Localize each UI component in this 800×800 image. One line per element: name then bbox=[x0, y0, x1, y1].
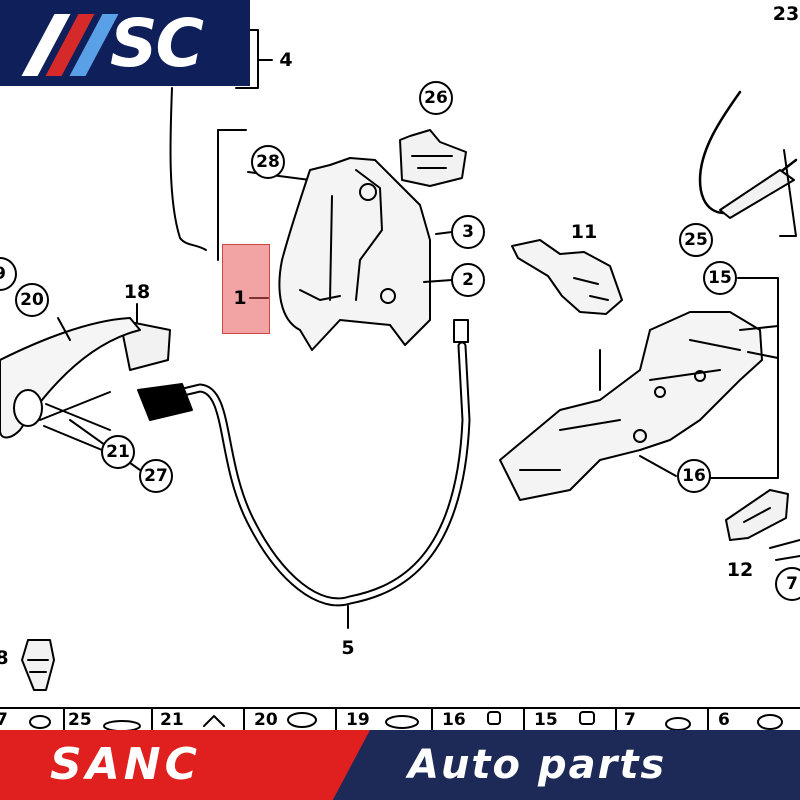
label-1: 1 bbox=[233, 287, 247, 309]
strip-item: 19 bbox=[346, 710, 370, 730]
leader-3 bbox=[435, 231, 453, 235]
lock-housing bbox=[278, 157, 431, 351]
callout-28: 28 bbox=[251, 145, 285, 179]
part-8 bbox=[21, 639, 55, 691]
callout-21: 21 bbox=[101, 435, 135, 469]
brand-banner: SANC Auto parts bbox=[0, 730, 800, 800]
leader-20 bbox=[57, 317, 71, 341]
strip-item: 6 bbox=[718, 710, 730, 730]
callout-27: 27 bbox=[139, 459, 173, 493]
part-1-highlight bbox=[222, 244, 270, 334]
strip-item: 21 bbox=[160, 710, 184, 730]
callout-2: 2 bbox=[451, 263, 485, 297]
part-26 bbox=[399, 129, 467, 187]
leader-16 bbox=[639, 455, 677, 477]
strip-item: 25 bbox=[68, 710, 92, 730]
strip-item: 16 bbox=[442, 710, 466, 730]
logo-text: SC bbox=[110, 5, 204, 82]
strip-item: 7 bbox=[0, 710, 8, 730]
strip-item: 15 bbox=[534, 710, 558, 730]
part-18 bbox=[137, 383, 193, 421]
callout-26: 26 bbox=[419, 81, 453, 115]
leader-21 bbox=[43, 425, 103, 451]
label-18: 18 bbox=[123, 281, 151, 303]
label-23: 23 bbox=[772, 3, 800, 25]
callout-3: 3 bbox=[451, 215, 485, 249]
callout-16: 16 bbox=[677, 459, 711, 493]
label-11: 11 bbox=[570, 221, 598, 243]
callout-20: 20 bbox=[15, 283, 49, 317]
strip-item: 20 bbox=[254, 710, 278, 730]
callout-7: 7 bbox=[775, 567, 800, 601]
callout-25: 25 bbox=[679, 223, 713, 257]
strip-frame bbox=[0, 707, 800, 731]
banner-brand: SANC bbox=[50, 739, 201, 790]
part-11 bbox=[511, 239, 623, 315]
part-carrier bbox=[499, 311, 763, 501]
brand-logo: SC bbox=[0, 0, 250, 86]
parts-strip: 7 25 21 20 19 16 15 7 6 bbox=[0, 708, 800, 730]
banner-tagline: Auto parts bbox=[408, 742, 667, 788]
strip-item: 7 bbox=[624, 710, 636, 730]
label-5: 5 bbox=[341, 637, 355, 659]
leader-2 bbox=[423, 279, 453, 283]
label-4: 4 bbox=[279, 49, 293, 71]
label-8: 8 bbox=[0, 647, 9, 669]
leader-15 bbox=[709, 277, 779, 479]
callout-15: 15 bbox=[703, 261, 737, 295]
cable-4 bbox=[169, 87, 207, 251]
label-12: 12 bbox=[726, 559, 754, 581]
